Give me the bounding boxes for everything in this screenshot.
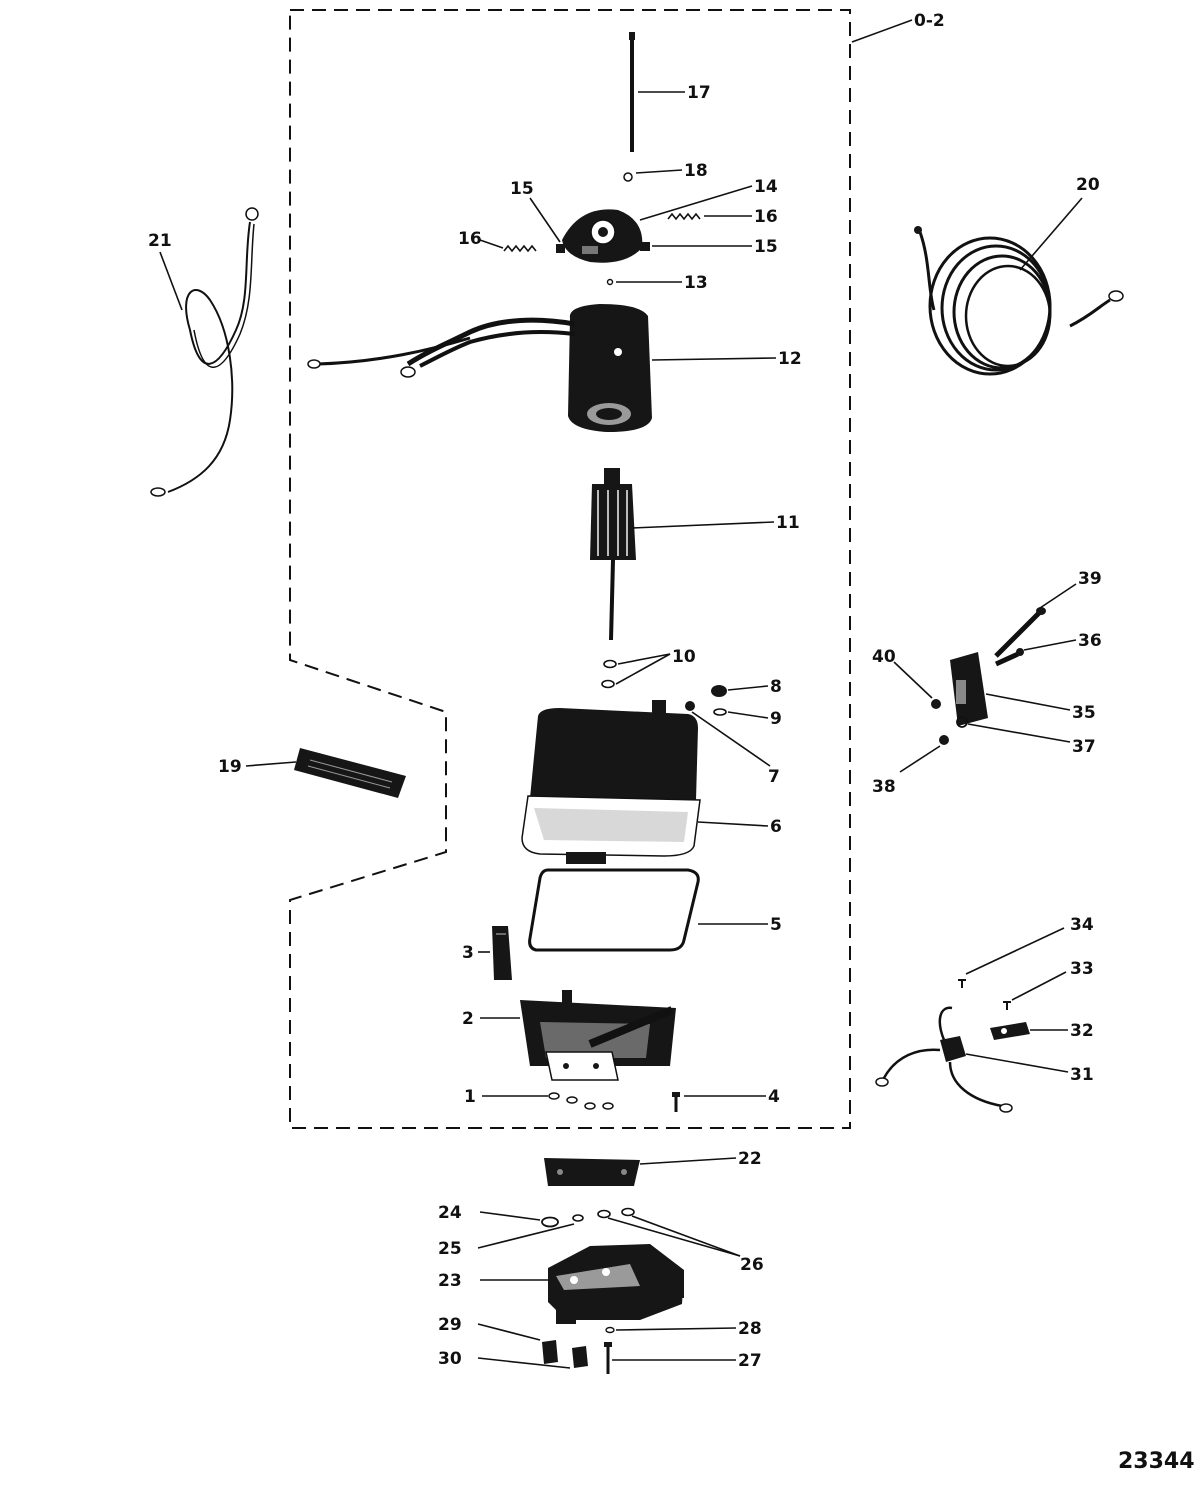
svg-text:21: 21 bbox=[148, 231, 172, 251]
part-40-nut: 40 bbox=[872, 647, 941, 709]
part-5-gasket: 5 bbox=[528, 868, 782, 952]
svg-text:8: 8 bbox=[770, 677, 782, 697]
part-37-washer: 37 bbox=[956, 716, 1096, 757]
part-19-decal: 19 bbox=[218, 748, 406, 798]
svg-text:15: 15 bbox=[510, 179, 534, 199]
part-16-spring-right: 16 bbox=[667, 207, 778, 227]
svg-text:24: 24 bbox=[438, 1203, 462, 1223]
part-33-screw: 33 bbox=[1003, 959, 1094, 1010]
part-12-motor-frame: 12 bbox=[307, 304, 802, 432]
kit-label: 0-2 bbox=[851, 11, 945, 43]
svg-text:25: 25 bbox=[438, 1239, 462, 1259]
svg-text:20: 20 bbox=[1076, 175, 1100, 195]
part-39-bolt: 39 bbox=[994, 569, 1102, 658]
svg-text:2: 2 bbox=[462, 1009, 474, 1029]
svg-text:39: 39 bbox=[1078, 569, 1102, 589]
svg-text:16: 16 bbox=[458, 229, 482, 249]
part-13-washer: 13 bbox=[606, 273, 708, 293]
part-8-fill-plug: 8 bbox=[711, 677, 782, 697]
svg-text:18: 18 bbox=[684, 161, 708, 181]
part-17-through-bolt: 17 bbox=[629, 32, 711, 152]
svg-text:22: 22 bbox=[738, 1149, 762, 1169]
svg-text:9: 9 bbox=[770, 709, 782, 729]
svg-text:0-2: 0-2 bbox=[914, 11, 945, 31]
part-30-fitting: 30 bbox=[438, 1346, 588, 1369]
part-29-fitting: 29 bbox=[438, 1315, 558, 1364]
figure-number: 23344 bbox=[1118, 1449, 1195, 1474]
svg-text:30: 30 bbox=[438, 1349, 462, 1369]
part-35-bracket: 35 bbox=[950, 652, 1096, 726]
svg-text:1: 1 bbox=[464, 1087, 476, 1107]
svg-text:36: 36 bbox=[1078, 631, 1102, 651]
svg-text:13: 13 bbox=[684, 273, 708, 293]
part-11-armature: 11 bbox=[590, 468, 800, 641]
part-34-screw: 34 bbox=[958, 915, 1094, 988]
part-22-adaptor-plate: 22 bbox=[544, 1149, 762, 1186]
part-23-valve-body: 23 bbox=[438, 1244, 684, 1324]
svg-text:31: 31 bbox=[1070, 1065, 1094, 1085]
svg-text:15: 15 bbox=[754, 237, 778, 257]
svg-text:26: 26 bbox=[740, 1255, 764, 1275]
part-27-screw: 27 bbox=[604, 1342, 762, 1374]
svg-text:28: 28 bbox=[738, 1319, 762, 1339]
part-38-nut: 38 bbox=[872, 735, 949, 797]
kit-boundary-dashed-outline bbox=[289, 9, 851, 1129]
part-26-o-rings: 26 bbox=[597, 1207, 764, 1275]
part-9-o-ring: 9 bbox=[713, 708, 782, 729]
svg-text:11: 11 bbox=[776, 513, 800, 533]
part-18-washer: 18 bbox=[623, 161, 708, 182]
part-16-spring-left: 16 bbox=[458, 229, 537, 253]
svg-text:37: 37 bbox=[1072, 737, 1096, 757]
svg-text:6: 6 bbox=[770, 817, 782, 837]
part-7-plug: 7 bbox=[685, 701, 780, 787]
part-3-filter: 3 bbox=[462, 926, 512, 980]
svg-text:29: 29 bbox=[438, 1315, 462, 1335]
part-32-clamp: 32 bbox=[990, 1021, 1094, 1041]
svg-text:34: 34 bbox=[1070, 915, 1094, 935]
svg-text:32: 32 bbox=[1070, 1021, 1094, 1041]
part-36-screw: 36 bbox=[994, 631, 1102, 667]
svg-text:5: 5 bbox=[770, 915, 782, 935]
svg-text:4: 4 bbox=[768, 1087, 780, 1107]
svg-text:12: 12 bbox=[778, 349, 802, 369]
part-6-reservoir: 6 bbox=[521, 700, 782, 864]
svg-text:10: 10 bbox=[672, 647, 696, 667]
svg-text:27: 27 bbox=[738, 1351, 762, 1371]
part-2-pump: 2 bbox=[462, 990, 676, 1081]
svg-text:23: 23 bbox=[438, 1271, 462, 1291]
part-10-washers: 10 bbox=[601, 647, 696, 689]
svg-text:17: 17 bbox=[687, 83, 711, 103]
part-31-thermal-switch: 31 bbox=[875, 1006, 1094, 1113]
part-15-brush-right: 15 bbox=[640, 237, 778, 257]
svg-text:3: 3 bbox=[462, 943, 474, 963]
part-24-o-ring: 24 bbox=[438, 1203, 559, 1228]
svg-text:19: 19 bbox=[218, 757, 242, 777]
part-1-o-rings: 1 bbox=[464, 1087, 614, 1110]
svg-text:35: 35 bbox=[1072, 703, 1096, 723]
svg-text:7: 7 bbox=[768, 767, 780, 787]
part-15-brush-left: 15 bbox=[510, 179, 565, 253]
part-25-o-ring: 25 bbox=[438, 1214, 584, 1259]
part-4-screw: 4 bbox=[672, 1087, 780, 1112]
svg-text:14: 14 bbox=[754, 177, 778, 197]
svg-text:16: 16 bbox=[754, 207, 778, 227]
svg-text:40: 40 bbox=[872, 647, 896, 667]
part-21-wire-harness: 21 bbox=[148, 207, 259, 497]
part-20-cable-coil: 20 bbox=[914, 175, 1124, 376]
part-14-brush-plate: 14 bbox=[562, 177, 778, 263]
svg-text:33: 33 bbox=[1070, 959, 1094, 979]
part-28-o-ring: 28 bbox=[605, 1319, 762, 1339]
svg-text:38: 38 bbox=[872, 777, 896, 797]
